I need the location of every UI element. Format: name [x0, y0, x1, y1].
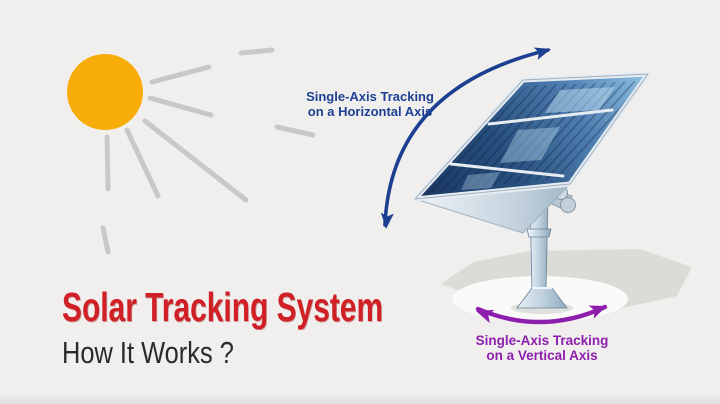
panel-reflection	[461, 172, 500, 190]
panel-row-divider	[449, 162, 565, 178]
page-title: Solar Tracking System	[62, 284, 384, 330]
page-subtitle: How It Works ?	[62, 335, 234, 370]
sun-ray	[104, 134, 111, 192]
sun-ray	[147, 95, 214, 118]
arrowhead-left	[476, 309, 495, 324]
solar-panel	[412, 71, 651, 234]
vertical-axis-label: Single-Axis Tracking on a Vertical Axis	[458, 333, 626, 363]
sun-rays	[100, 47, 316, 255]
sun-ray	[142, 118, 249, 203]
horizontal-tracking-arrow-icon	[380, 47, 551, 229]
vertical-tracking-arrow-icon	[475, 304, 608, 325]
vertical-axis-label-line2: on a Vertical Axis	[486, 348, 598, 363]
sun-ray	[100, 225, 111, 255]
arrowhead-down	[380, 212, 394, 229]
sun-ray	[124, 127, 161, 199]
mount-pole	[516, 199, 568, 309]
vertical-axis-label-line1: Single-Axis Tracking	[475, 333, 609, 348]
sun-ray	[149, 64, 212, 85]
bracket-knob	[560, 197, 576, 213]
arrowhead-up	[533, 47, 551, 60]
sun	[67, 54, 143, 130]
sun-ray	[274, 124, 316, 138]
panel-row-divider	[487, 108, 614, 126]
horizontal-axis-label-line1: Single-Axis Tracking	[306, 89, 434, 104]
sun-ray	[238, 47, 275, 56]
pole-collar	[526, 228, 552, 238]
panel-frame-edge	[414, 73, 649, 200]
panel-reflection	[545, 87, 615, 113]
horizontal-axis-label: Single-Axis Tracking on a Horizontal Axi…	[290, 89, 450, 119]
arrowhead-right	[588, 305, 607, 319]
panel-reflection	[500, 127, 560, 163]
sun-circle	[67, 54, 143, 130]
horizontal-axis-label-line2: on a Horizontal Axis	[307, 104, 433, 119]
